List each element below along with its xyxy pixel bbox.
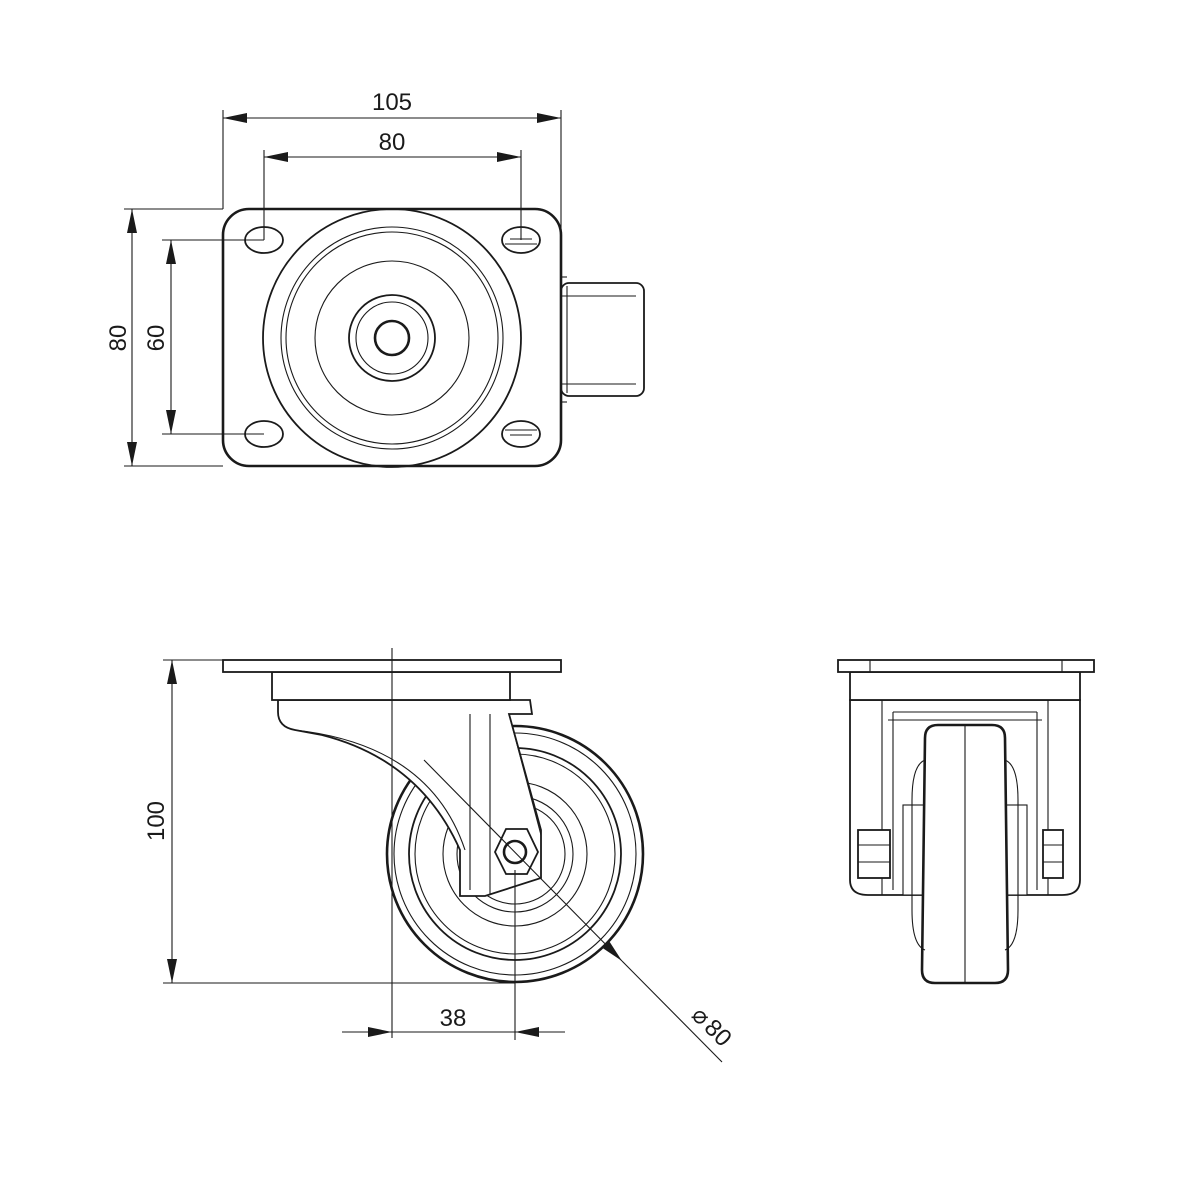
dim-hole-spacing-y: 60 (143, 325, 170, 352)
front-axle-nut-left (857, 829, 891, 879)
top-bracket (560, 276, 645, 403)
dim-swivel-offset: 38 (440, 1005, 467, 1032)
side-fork (277, 699, 542, 897)
top-hole-br (501, 420, 541, 448)
top-race-outer (262, 208, 522, 468)
front-fork (849, 699, 1081, 896)
front-top-plate (837, 659, 1095, 673)
front-axle-nut-right (1042, 829, 1064, 879)
front-swivel-head (849, 671, 1081, 701)
dim-overall-height: 100 (143, 801, 170, 841)
dim-hole-spacing-x: 80 (379, 129, 406, 156)
top-dimensions: 105 80 80 60 (105, 89, 562, 467)
dim-plate-width: 105 (372, 89, 412, 116)
top-kingpin (373, 319, 411, 357)
side-view (222, 648, 723, 1063)
top-view (221, 207, 645, 468)
front-view (837, 659, 1095, 985)
top-plate (221, 207, 563, 468)
dim-plate-height: 80 (105, 325, 132, 352)
side-swivel-head (271, 671, 511, 701)
side-axle-nut (493, 828, 540, 875)
